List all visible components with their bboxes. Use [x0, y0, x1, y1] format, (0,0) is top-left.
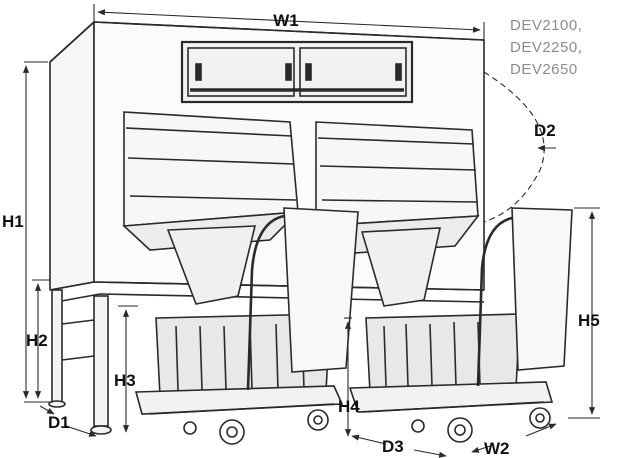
dispenser-hood-left — [122, 111, 301, 305]
model-number-1: DEV2100, — [510, 17, 582, 34]
dimension-label-d2: D2 — [534, 121, 556, 140]
dimension-label-h2: H2 — [26, 331, 48, 350]
dimension-label-h4: H4 — [338, 397, 360, 416]
dimension-label-h3: H3 — [114, 371, 136, 390]
model-number-3: DEV2650 — [510, 61, 578, 78]
model-number-2: DEV2250, — [510, 39, 582, 56]
dimension-label-w2: W2 — [484, 439, 510, 458]
dimension-label-w1: W1 — [273, 11, 299, 30]
cabinet-legs — [48, 289, 112, 435]
cart-left — [134, 207, 359, 445]
dimension-label-d3: D3 — [382, 437, 404, 456]
dimension-label-d1: D1 — [48, 413, 70, 432]
dimension-label-h1: H1 — [2, 212, 24, 231]
top-access-door — [180, 40, 414, 104]
dimension-lines — [22, 4, 600, 458]
cart-right — [348, 207, 573, 443]
dimension-label-h5: H5 — [578, 311, 600, 330]
